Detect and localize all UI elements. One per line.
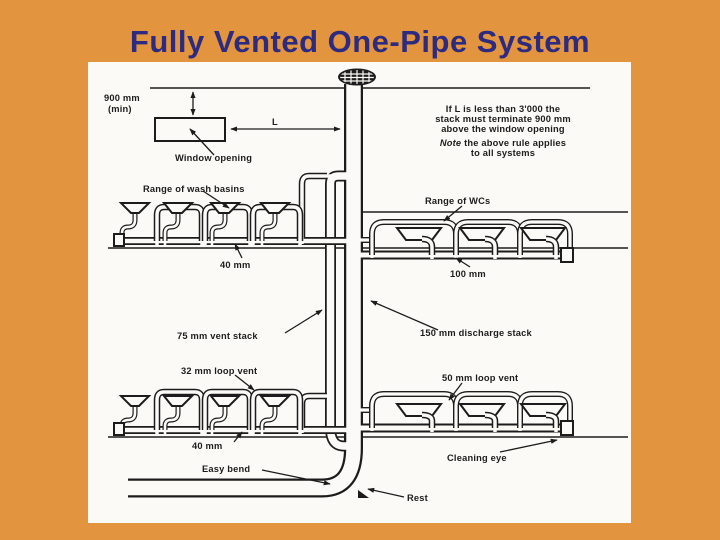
easy-bend-leader bbox=[261, 469, 331, 486]
cleaning-eye-label: Cleaning eye bbox=[447, 453, 507, 463]
wc-pan bbox=[519, 403, 567, 417]
lower-wc-loop-vent bbox=[355, 391, 573, 431]
wash-basin bbox=[258, 202, 292, 214]
50mm-loop-vent-label: 50 mm loop vent bbox=[442, 373, 518, 383]
40mm-upper-label: 40 mm bbox=[220, 260, 250, 270]
wash-basin bbox=[161, 395, 195, 407]
rest-leader bbox=[367, 487, 405, 498]
window-leader-arrow bbox=[189, 128, 215, 156]
vent-stack-inner bbox=[326, 172, 352, 450]
wash-basin bbox=[118, 202, 152, 214]
cleaning-eye-leader bbox=[499, 438, 558, 453]
40mm-upper-leader bbox=[234, 243, 243, 259]
vent-stack bbox=[325, 170, 352, 452]
discharge-stack-inner bbox=[128, 80, 361, 496]
dim-900-label-line1: 900 mm bbox=[104, 93, 140, 103]
upper-loop-vent-32 bbox=[298, 172, 334, 244]
wash-basin bbox=[208, 395, 242, 407]
reference-lines bbox=[108, 87, 628, 438]
wash-basin bbox=[118, 395, 152, 407]
wash-basin bbox=[161, 202, 195, 214]
discharge-stack-label: 150 mm discharge stack bbox=[420, 328, 533, 338]
branch-end-cap bbox=[113, 422, 125, 436]
wc-pan bbox=[395, 403, 443, 417]
rest-label: Rest bbox=[407, 493, 428, 503]
vent-stack-label: 75 mm vent stack bbox=[177, 331, 258, 341]
wc-pan bbox=[458, 227, 506, 241]
note-line2: stack must terminate 900 mm bbox=[435, 114, 571, 124]
vent-cowl bbox=[338, 68, 376, 86]
one-pipe-system-diagram: 900 mm (min) L Window opening If L is le… bbox=[104, 68, 628, 503]
40mm-lower-label: 40 mm bbox=[192, 441, 222, 451]
40mm-lower-leader bbox=[233, 431, 243, 443]
cleaning-eye-cap bbox=[560, 420, 574, 436]
note-line5: to all systems bbox=[471, 148, 535, 158]
100mm-leader bbox=[455, 257, 471, 268]
note-line3: above the window opening bbox=[441, 124, 565, 134]
100mm-label: 100 mm bbox=[450, 269, 486, 279]
32mm-leader bbox=[234, 374, 255, 391]
rest-support bbox=[358, 490, 369, 498]
range-wcs-label: Range of WCs bbox=[425, 196, 490, 206]
dim-l-label: L bbox=[272, 117, 278, 127]
upper-wcs bbox=[395, 227, 574, 263]
label-leaders bbox=[202, 190, 558, 498]
dim-900-label-line2: (min) bbox=[108, 104, 132, 114]
wash-basins-leader bbox=[202, 190, 230, 209]
wash-basin bbox=[258, 395, 292, 407]
discharge-stack bbox=[128, 80, 363, 498]
cleaning-eye-cap bbox=[560, 247, 574, 263]
wcs-leader bbox=[443, 205, 463, 222]
range-wash-basins-label: Range of wash basins bbox=[143, 184, 245, 194]
note-line4: Note the above rule applies bbox=[440, 138, 566, 148]
wc-pan bbox=[395, 227, 443, 241]
lower-wcs bbox=[395, 403, 574, 436]
wash-basin bbox=[208, 202, 242, 214]
slide-title: Fully Vented One-Pipe System bbox=[129, 24, 591, 59]
lower-basin-loops bbox=[153, 388, 304, 434]
note-line1: If L is less than 3'000 the bbox=[446, 104, 560, 114]
easy-bend-label: Easy bend bbox=[202, 464, 250, 474]
wc-pan bbox=[458, 403, 506, 417]
wc-pan bbox=[519, 227, 567, 241]
lower-wash-basins bbox=[113, 395, 292, 436]
diagram-labels: 900 mm (min) L Window opening If L is le… bbox=[104, 93, 571, 503]
window-opening-label: Window opening bbox=[175, 153, 252, 163]
window-dimensioning bbox=[154, 91, 341, 156]
50mm-leader bbox=[448, 382, 463, 401]
discharge-stack-leader bbox=[370, 300, 439, 331]
32mm-loop-vent-label: 32 mm loop vent bbox=[181, 366, 257, 376]
branch-end-cap bbox=[113, 233, 125, 247]
vent-stack-leader bbox=[284, 309, 323, 334]
diagram-panel: 900 mm (min) L Window opening If L is le… bbox=[88, 62, 631, 523]
